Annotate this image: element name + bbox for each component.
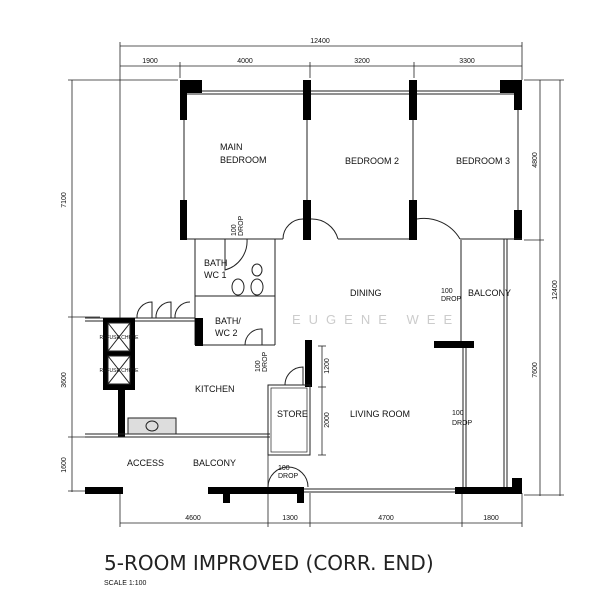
dim-top-3: 3200 <box>354 58 370 65</box>
dim-right-total: 12400 <box>552 280 559 300</box>
label-main-bedroom-line1: MAIN <box>220 142 243 152</box>
dim-left-1: 7100 <box>61 192 68 208</box>
label-dining: DINING <box>350 288 382 298</box>
dim-bottom-4: 1800 <box>483 515 499 522</box>
svg-text:100: 100 <box>255 360 262 372</box>
dim-top-2: 4000 <box>237 58 253 65</box>
label-bath-1-line1: BATH <box>204 258 227 268</box>
label-bath-1-line2: WC 1 <box>204 270 227 280</box>
label-bath-2-line2: WC 2 <box>215 328 238 338</box>
dim-left-2: 3600 <box>61 372 68 388</box>
kitchen-sink <box>127 417 177 435</box>
label-bedroom-2: BEDROOM 2 <box>345 156 399 166</box>
label-bath-2-line1: BATH/ <box>215 316 241 326</box>
right-dimensions: 4800 7600 12400 <box>524 79 564 496</box>
dim-store-1: 1200 <box>324 358 331 374</box>
drop-marker-balcony: 100 DROP <box>441 288 462 303</box>
drop-markers: 100 DROP 100 DROP 100 DROP 100 DROP 100 … <box>231 215 473 480</box>
svg-text:DROP: DROP <box>441 296 462 303</box>
walls: REFUSE CHUTE REFUSE CHUTE 1200 2000 <box>85 80 522 503</box>
drop-marker-living: 100 DROP <box>452 410 473 427</box>
drop-marker-access: 100 DROP <box>278 465 299 480</box>
drop-marker-bath1: 100 DROP <box>231 215 245 236</box>
label-balcony: BALCONY <box>468 288 511 298</box>
room-labels: MAIN BEDROOM BEDROOM 2 BEDROOM 3 BATH WC… <box>127 142 511 468</box>
svg-text:100: 100 <box>452 410 464 417</box>
top-dimensions: 12400 1900 4000 3200 3300 <box>119 38 523 320</box>
label-living-room: LIVING ROOM <box>350 409 410 419</box>
watermark: EUGENE WEE <box>292 312 460 327</box>
label-access-balcony: BALCONY <box>193 458 236 468</box>
dim-store-2: 2000 <box>324 412 331 428</box>
dim-bottom-2: 1300 <box>282 515 298 522</box>
label-main-bedroom-line2: BEDROOM <box>220 155 267 165</box>
label-store: STORE <box>277 409 308 419</box>
drop-marker-bath2: 100 DROP <box>255 351 269 372</box>
dim-bottom-1: 4600 <box>185 515 201 522</box>
refuse-chute-label-1: REFUSE CHUTE <box>100 335 140 341</box>
plan-title: 5-ROOM IMPROVED (CORR. END) <box>104 551 434 575</box>
dim-right-2: 7600 <box>532 362 539 378</box>
bottom-dimensions: 4600 1300 4700 1800 <box>119 455 523 527</box>
label-access: ACCESS <box>127 458 164 468</box>
svg-text:DROP: DROP <box>262 351 269 372</box>
svg-text:DROP: DROP <box>452 420 473 427</box>
svg-text:DROP: DROP <box>238 215 245 236</box>
svg-text:100: 100 <box>441 288 453 295</box>
dim-top-4: 3300 <box>459 58 475 65</box>
svg-text:100: 100 <box>231 224 238 236</box>
label-bedroom-3: BEDROOM 3 <box>456 156 510 166</box>
dim-top-1: 1900 <box>142 58 158 65</box>
svg-text:DROP: DROP <box>278 473 299 480</box>
svg-text:100: 100 <box>278 465 290 472</box>
refuse-chute-label-2: REFUSE CHUTE <box>100 368 140 374</box>
dim-bottom-3: 4700 <box>378 515 394 522</box>
label-kitchen: KITCHEN <box>195 384 235 394</box>
dim-right-1: 4800 <box>532 152 539 168</box>
dim-left-3: 1600 <box>61 457 68 473</box>
dim-top-total: 12400 <box>310 38 330 45</box>
plan-scale: SCALE 1:100 <box>104 580 147 587</box>
